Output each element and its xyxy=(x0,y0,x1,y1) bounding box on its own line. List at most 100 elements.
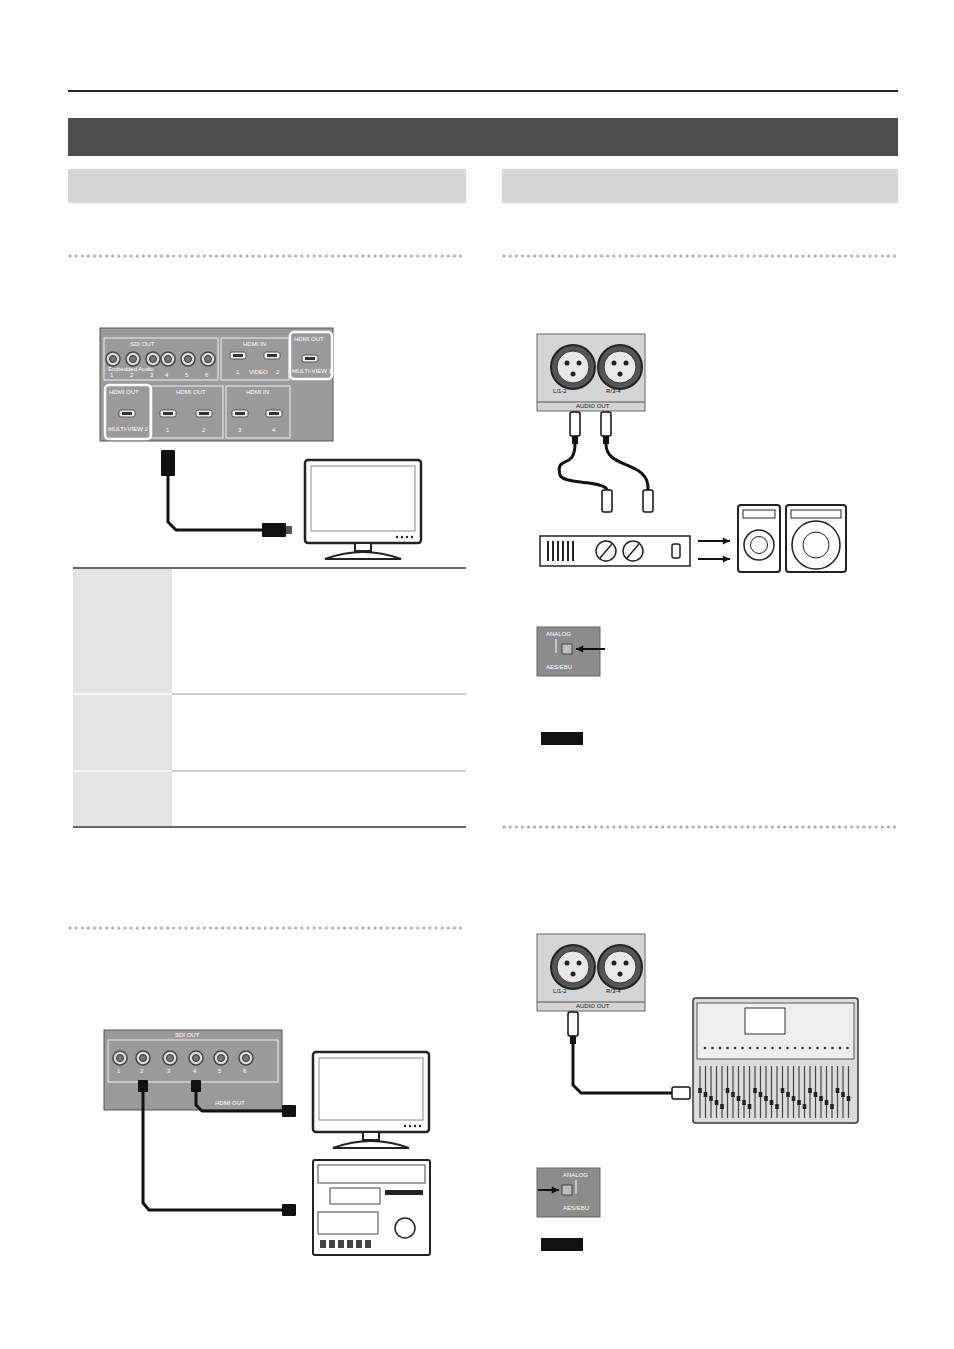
sdi-cable xyxy=(143,1092,282,1210)
bnc-plug xyxy=(191,1080,201,1092)
monitor-button xyxy=(409,1125,411,1127)
console-knob xyxy=(816,1047,819,1050)
bnc-center xyxy=(117,1055,124,1062)
recorder-top xyxy=(318,1165,425,1183)
fader-cap xyxy=(841,1092,845,1097)
panel-label: 1 xyxy=(110,372,113,379)
xlr-plug xyxy=(602,490,612,512)
amp-vent xyxy=(567,541,569,561)
panel-label: HDMI OUT xyxy=(215,1100,245,1107)
note-mark xyxy=(541,1238,583,1251)
dotted-divider xyxy=(70,255,466,258)
xlr-jack xyxy=(551,345,595,389)
monitor-neck xyxy=(363,1132,379,1140)
bnc-connector xyxy=(239,1051,253,1065)
amp-switch xyxy=(672,544,680,558)
panel-label: HDMI OUT xyxy=(109,389,139,396)
fader-track xyxy=(716,1066,717,1118)
subsection-band xyxy=(502,169,898,203)
fader-cap xyxy=(825,1100,829,1105)
table-rule xyxy=(73,694,466,695)
console-knob xyxy=(786,1047,789,1050)
table-rule xyxy=(73,771,466,772)
fader-cap xyxy=(830,1104,834,1109)
video-recorder xyxy=(313,1160,430,1255)
bnc-connector xyxy=(106,352,120,366)
panel-label: 2 xyxy=(276,369,279,376)
speaker xyxy=(738,505,780,572)
panel-label: MULTI-VIEW 2 xyxy=(108,426,148,433)
console-knob xyxy=(726,1047,729,1050)
highlight-frame xyxy=(290,332,332,379)
panel-section xyxy=(104,338,218,380)
panel-label: 6 xyxy=(243,1068,246,1075)
bnc-connector xyxy=(189,1051,203,1065)
hdmi-port-inner xyxy=(235,412,245,415)
console-knob xyxy=(801,1047,804,1050)
bnc-center xyxy=(167,1055,174,1062)
console-knob xyxy=(711,1047,714,1050)
xlr-pin xyxy=(565,961,570,966)
xlr-pin xyxy=(612,961,617,966)
panel-section xyxy=(226,386,290,438)
panel-section xyxy=(108,1040,278,1082)
dotted-divider xyxy=(70,927,466,930)
xlr-pin xyxy=(577,361,582,366)
console-knob xyxy=(764,1047,767,1050)
bnc-connector xyxy=(161,352,175,366)
mixing-console xyxy=(693,998,858,1123)
amp-vent xyxy=(547,541,549,561)
fader-track xyxy=(804,1066,805,1118)
table-rule xyxy=(73,770,172,772)
hdmi-port xyxy=(264,352,280,359)
panel-label: 2 xyxy=(130,372,133,379)
bnc-center xyxy=(185,356,192,363)
panel-label: HDMI OUT xyxy=(294,336,324,343)
monitor-button xyxy=(419,1125,421,1127)
panel-label: HDMI OUT xyxy=(176,389,206,396)
panel-label: ANALOG xyxy=(563,1172,588,1179)
fader-track xyxy=(710,1066,711,1118)
recorder-button xyxy=(320,1240,326,1248)
hdmi-port xyxy=(230,352,246,359)
bnc-connector xyxy=(113,1051,127,1065)
xlr-face xyxy=(557,351,589,383)
recorder-window xyxy=(330,1188,380,1204)
fader-cap xyxy=(759,1092,763,1097)
fader-track xyxy=(793,1066,794,1118)
table-rule xyxy=(73,567,466,569)
fader-cap xyxy=(737,1096,741,1101)
console-top xyxy=(697,1003,854,1059)
amp-vent xyxy=(557,541,559,561)
amp-vent xyxy=(572,541,574,561)
bnc-plug xyxy=(138,1080,148,1092)
plug-boot xyxy=(570,1036,576,1044)
hdmi-cable xyxy=(168,476,262,530)
bnc-center xyxy=(193,1055,200,1062)
fader-cap xyxy=(742,1100,746,1105)
panel-label: L/1-2 xyxy=(553,988,567,995)
xlr-jack xyxy=(551,945,595,989)
hdmi-plug xyxy=(262,523,286,537)
hdmi-port-inner xyxy=(305,357,315,360)
bnc-center xyxy=(130,356,137,363)
hdmi-port xyxy=(119,410,135,417)
switch-guide xyxy=(556,639,557,653)
audio-panel xyxy=(537,334,645,411)
console-knob xyxy=(734,1047,737,1050)
console-knob xyxy=(839,1047,842,1050)
monitor-button xyxy=(414,1125,416,1127)
xlr-pin xyxy=(577,961,582,966)
panel-label: 1 xyxy=(166,427,169,434)
xlr-pin xyxy=(618,372,623,377)
dotted-divider xyxy=(504,826,898,829)
panel-label: 5 xyxy=(218,1068,221,1075)
monitor-neck xyxy=(355,543,371,551)
fader-track xyxy=(765,1066,766,1118)
rear-panel xyxy=(104,1030,282,1110)
recorder-button xyxy=(338,1240,344,1248)
console-screen xyxy=(745,1008,785,1034)
bnc-center xyxy=(205,356,212,363)
hdmi-port-inner xyxy=(267,354,277,357)
